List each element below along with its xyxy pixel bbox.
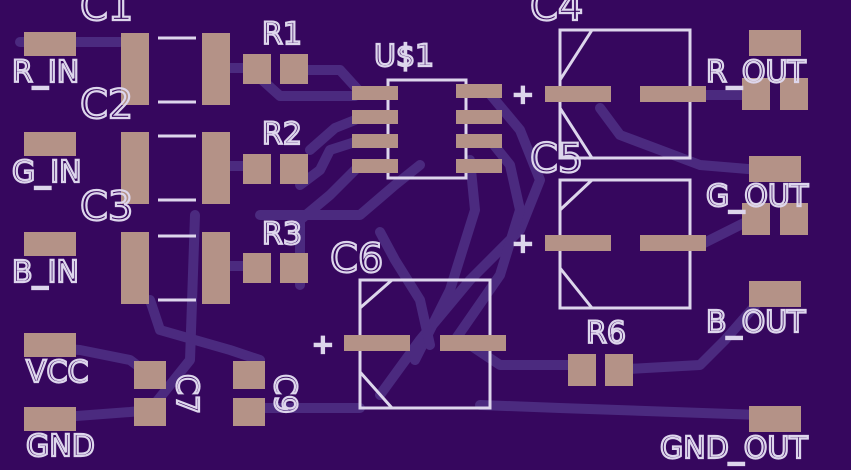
label-c1: C1	[80, 0, 133, 30]
pad-r-out-top	[749, 30, 801, 56]
pads	[24, 30, 808, 432]
pad-g-in	[24, 132, 76, 156]
pad-u1-3	[352, 134, 398, 148]
pad-c4-a	[545, 86, 611, 102]
pad-c5-a	[545, 235, 611, 251]
label-c6: C6	[330, 236, 383, 282]
polarity-c4: +	[512, 80, 534, 110]
label-c3: C3	[80, 184, 133, 230]
pad-c5-b	[640, 235, 706, 251]
label-r1: R1	[262, 17, 302, 52]
label-c5: C5	[530, 136, 583, 182]
label-r2: R2	[262, 117, 302, 152]
pad-c7-b	[134, 398, 166, 426]
pad-g-out-b	[780, 203, 808, 235]
pad-c3-b	[202, 232, 230, 304]
pad-c9-b	[233, 398, 265, 426]
label-u1: U$1	[374, 39, 434, 74]
pad-r2-b	[280, 154, 308, 184]
pad-c9-a	[233, 361, 265, 389]
label-b-out: B_OUT	[706, 305, 806, 340]
polarity-c6: +	[312, 330, 334, 360]
pad-r-in	[24, 32, 76, 56]
pad-c2-b	[202, 132, 230, 204]
pad-g-out-top	[749, 156, 801, 182]
pad-gnd-out	[749, 406, 801, 432]
pad-gnd	[24, 407, 76, 431]
traces	[15, 37, 765, 423]
pad-u1-8	[456, 84, 502, 98]
pad-r3-a	[243, 253, 271, 283]
pad-r6-a	[568, 354, 596, 386]
pad-r1-a	[243, 54, 271, 84]
u1-outline	[386, 78, 468, 180]
pad-c1-b	[202, 33, 230, 105]
label-r-in: R_IN	[12, 55, 79, 90]
pad-r2-a	[243, 154, 271, 184]
pad-u1-2	[352, 110, 398, 124]
pad-b-out	[749, 281, 801, 307]
label-gnd: GND	[26, 429, 95, 464]
pad-c1-a	[121, 33, 149, 105]
pad-c4-b	[640, 86, 706, 102]
label-g-in: G_IN	[12, 155, 82, 190]
pad-c3-a	[121, 232, 149, 304]
pad-r6-b	[605, 354, 633, 386]
label-r3: R3	[262, 217, 302, 252]
label-gnd-out: GND_OUT	[660, 431, 808, 466]
labels: C1 C2 C3 C4 C5 C6 R1 R2 R3 R6 U$1 C7 C9 …	[11, 0, 810, 467]
pad-vcc	[24, 333, 76, 357]
label-c4: C4	[530, 0, 583, 30]
polarity-c5: +	[512, 229, 534, 259]
pad-u1-6	[456, 134, 502, 148]
label-r6: R6	[586, 316, 626, 351]
label-c7: C7	[169, 374, 204, 414]
pad-b-in	[24, 232, 76, 256]
label-r-out: R_OUT	[706, 55, 806, 90]
label-b-in: B_IN	[12, 255, 79, 290]
pad-c6-a	[344, 335, 410, 351]
pad-u1-4	[352, 159, 398, 173]
label-g-out: G_OUT	[706, 179, 809, 214]
label-c2: C2	[80, 82, 133, 128]
pad-g-out-a	[742, 203, 770, 235]
pad-u1-7	[456, 110, 502, 124]
label-vcc: VCC	[26, 355, 88, 390]
label-c9: C9	[267, 374, 302, 414]
pad-r1-b	[280, 54, 308, 84]
pad-u1-1	[352, 86, 398, 100]
pad-c6-b	[440, 335, 506, 351]
pad-c2-a	[121, 132, 149, 204]
pad-u1-5	[456, 159, 502, 173]
pad-r3-b	[280, 253, 308, 283]
pad-r-out-b	[780, 78, 808, 110]
pad-c7-a	[134, 361, 166, 389]
pad-r-out-a	[742, 78, 770, 110]
